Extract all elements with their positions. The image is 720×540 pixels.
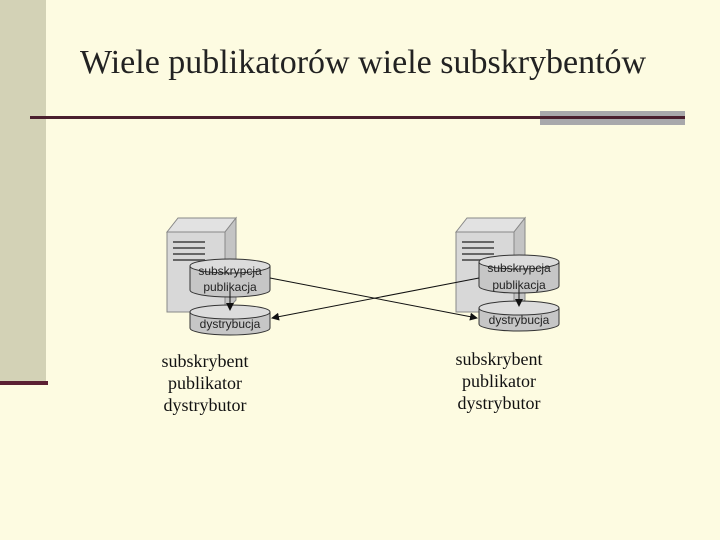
disk-left-subscription: subskrypcja publikacja	[189, 258, 271, 298]
disk-left-top-line2: publikacja	[203, 280, 257, 294]
title-rule	[30, 116, 540, 119]
caption-left: subskrybent publikator dystrybutor	[135, 350, 275, 416]
caption-left-line1: subskrybent	[161, 351, 249, 371]
left-decor-bar	[0, 0, 46, 383]
caption-left-line3: dystrybutor	[163, 395, 247, 415]
disk-left-bottom-label: dystrybucja	[200, 317, 261, 331]
disk-left-distribution: dystrybucja	[189, 304, 271, 336]
left-decor-bar-accent	[0, 381, 48, 385]
title-rule-segment	[540, 116, 685, 119]
disk-right-subscription: subskrypcja publikacja	[478, 254, 560, 294]
caption-right-line3: dystrybutor	[457, 393, 541, 413]
caption-right-line1: subskrybent	[455, 349, 543, 369]
caption-right-line2: publikator	[462, 371, 536, 391]
caption-left-line2: publikator	[168, 373, 242, 393]
slide-title: Wiele publikatorów wiele subskrybentów	[80, 44, 647, 81]
disk-left-top-line1: subskrypcja	[198, 264, 262, 278]
disk-right-distribution: dystrybucja	[478, 300, 560, 332]
arrow-right-to-left	[271, 277, 480, 321]
disk-right-top-line1: subskrypcja	[487, 261, 551, 275]
disk-right-top-line2: publikacja	[492, 278, 546, 292]
caption-right: subskrybent publikator dystrybutor	[429, 348, 569, 414]
disk-right-bottom-label: dystrybucja	[489, 313, 550, 327]
